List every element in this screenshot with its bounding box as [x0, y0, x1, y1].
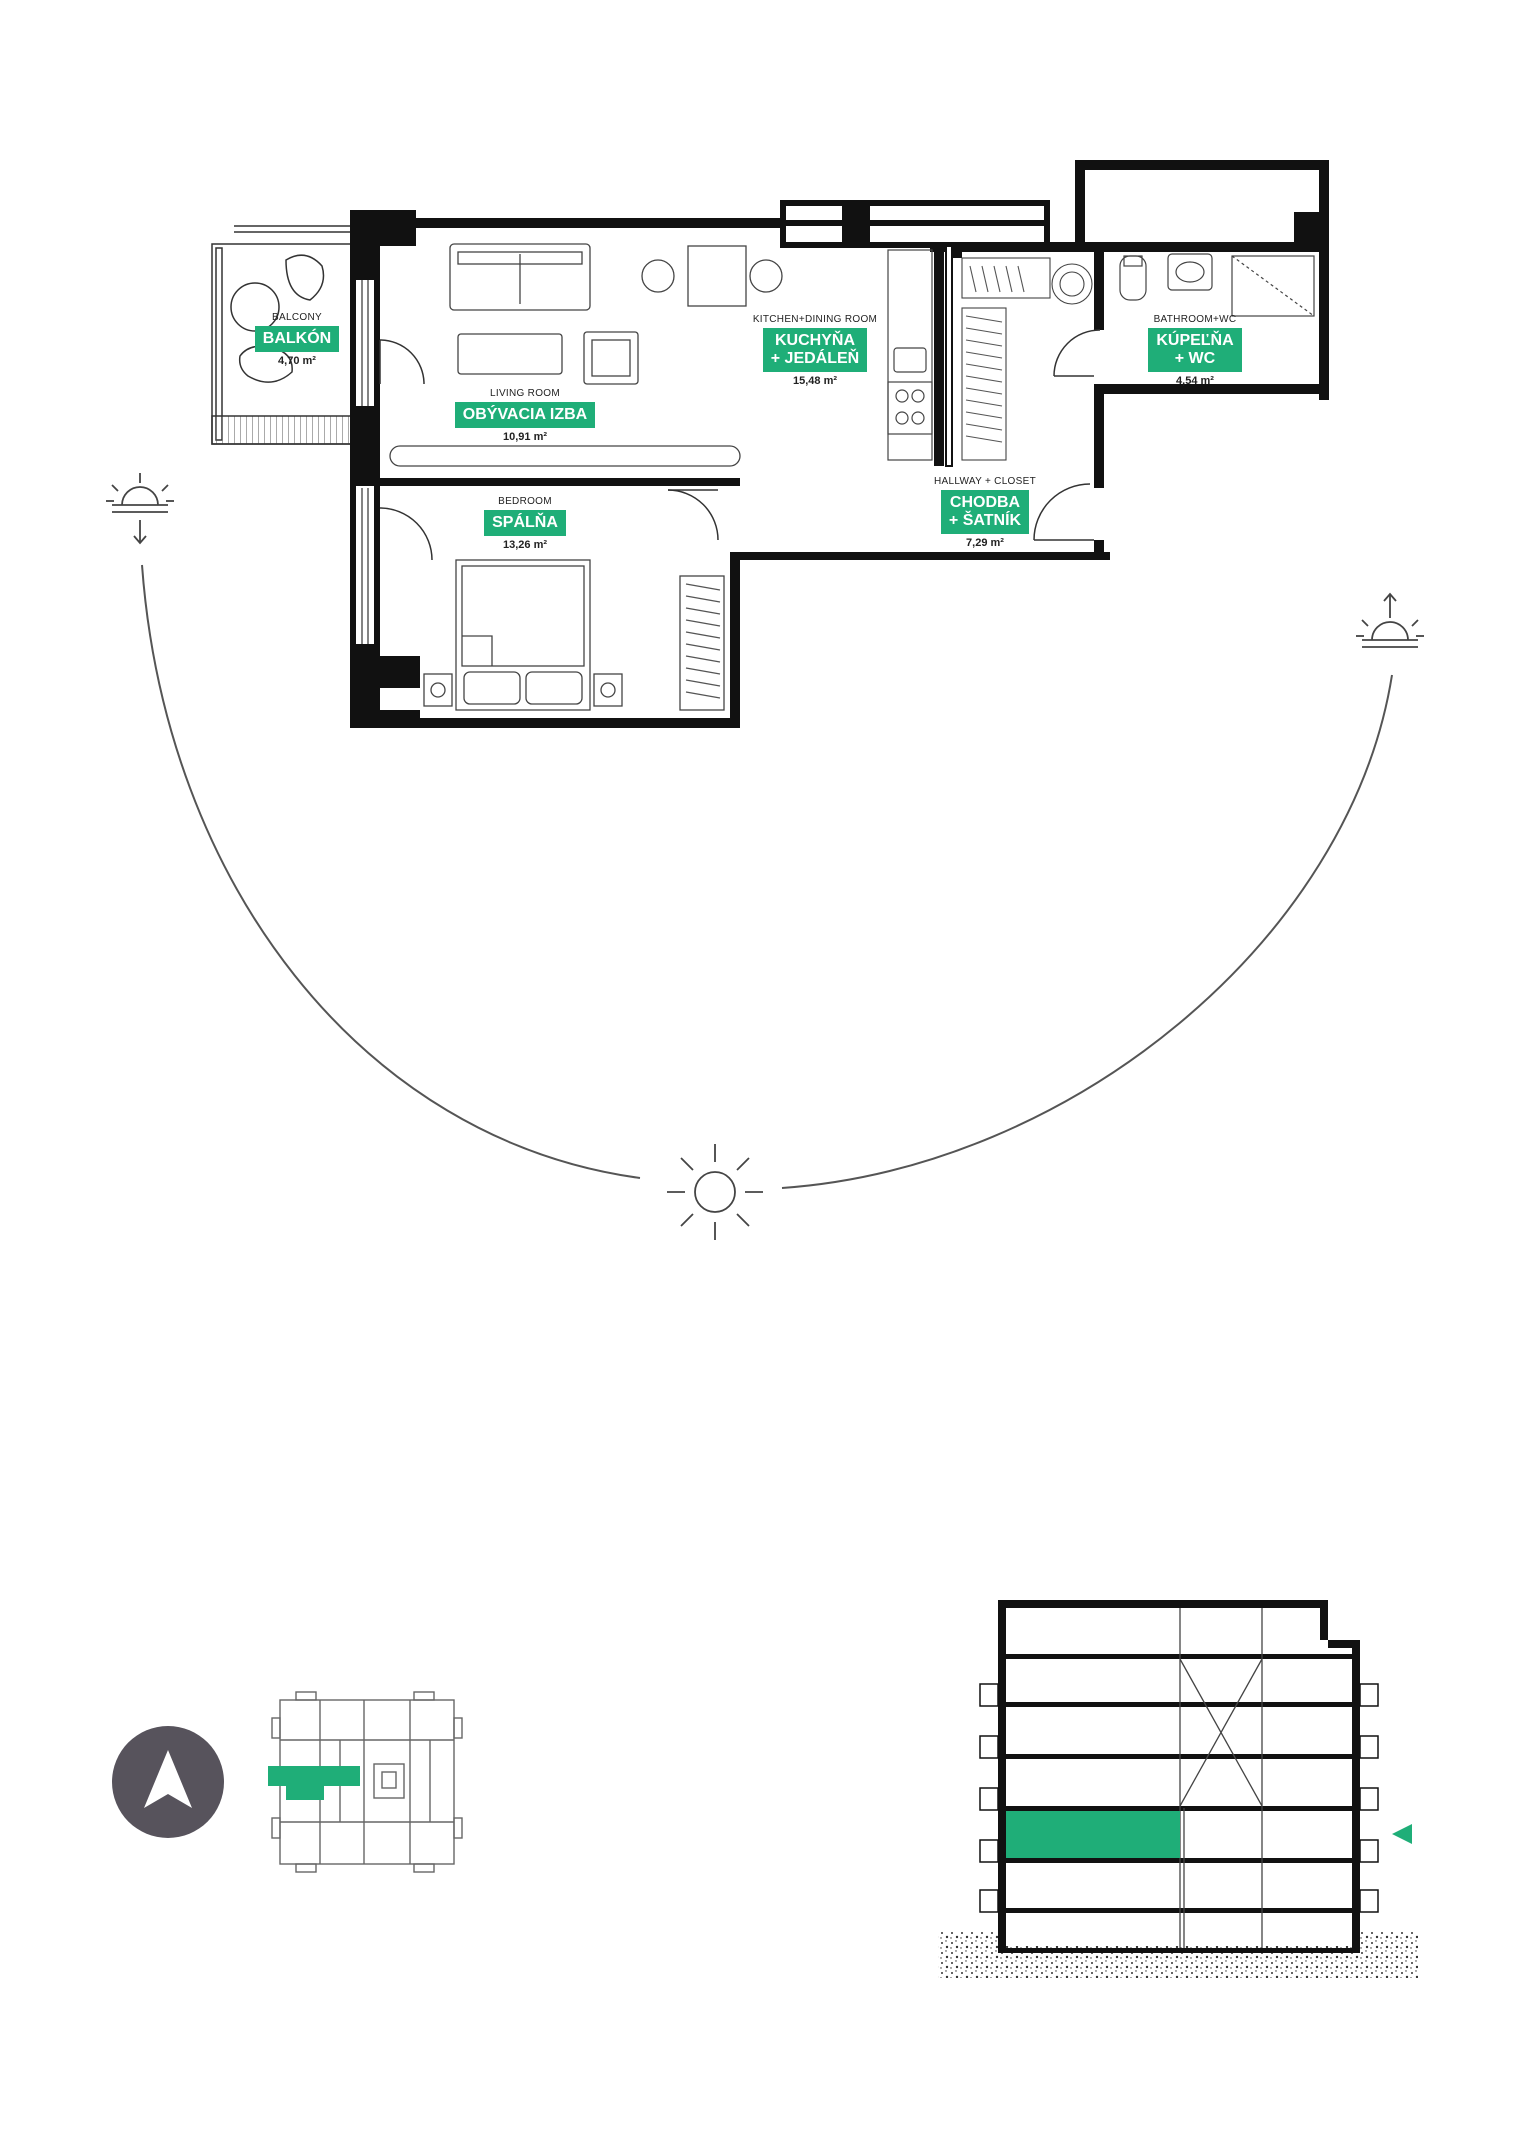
room-label-balcony: BALCONY BALKÓN 4,70 m² — [242, 312, 352, 367]
tv-cabinet — [389, 445, 741, 467]
room-label-bedroom: BEDROOM SPÁLŇA 13,26 m² — [470, 496, 580, 551]
wardrobe — [679, 575, 725, 711]
room-name-en: LIVING ROOM — [490, 388, 560, 399]
washing-machine — [1051, 263, 1093, 305]
room-label-living: LIVING ROOM OBÝVACIA IZBA 10,91 m² — [440, 388, 610, 443]
room-label-bathroom: BATHROOM+WC KÚPEĽŇA + WC 4,54 m² — [1130, 314, 1260, 387]
coffee-table — [457, 333, 563, 375]
room-name-en: BALCONY — [272, 312, 322, 323]
hob-burner — [895, 389, 909, 403]
floor-plan — [211, 160, 1329, 728]
room-area: 15,48 m² — [792, 375, 838, 387]
living-furniture — [389, 243, 783, 467]
room-name-en: BEDROOM — [498, 496, 552, 507]
sun-icon — [667, 1144, 763, 1240]
room-area: 7,29 m² — [966, 537, 1004, 549]
kitchen-counter — [887, 249, 933, 461]
room-name-sk: KUCHYŇA + JEDÁLEŇ — [762, 328, 868, 372]
sink — [893, 347, 927, 373]
doors — [379, 329, 1101, 561]
room-name-en: KITCHEN+DINING ROOM — [752, 314, 878, 325]
sunset-icon — [106, 473, 174, 545]
sun-path-arc-left — [141, 564, 641, 1179]
floor-marker-icon — [1392, 1824, 1412, 1844]
balcony-area — [211, 225, 353, 445]
sunrise-icon — [1356, 592, 1424, 648]
room-name-en: HALLWAY + CLOSET — [934, 476, 1036, 487]
room-area: 10,91 m² — [502, 431, 548, 443]
room-name-sk: SPÁLŇA — [484, 510, 566, 536]
hallway-closet — [961, 257, 1093, 461]
room-label-hallway: HALLWAY + CLOSET CHODBA + ŠATNÍK 7,29 m² — [910, 476, 1060, 549]
pillow — [463, 671, 521, 705]
room-name-sk: CHODBA + ŠATNÍK — [940, 490, 1030, 534]
windows — [361, 280, 369, 644]
shower — [1231, 255, 1315, 317]
building-section — [938, 1600, 1418, 1978]
room-name-sk: OBÝVACIA IZBA — [454, 402, 596, 428]
balcony-chair — [285, 254, 325, 301]
room-name-en: BATHROOM+WC — [1153, 314, 1237, 325]
armchair — [583, 331, 639, 385]
nightstand — [423, 673, 453, 707]
highlighted-floor — [1006, 1811, 1180, 1858]
bathroom-fixtures — [1119, 253, 1315, 317]
bed — [455, 559, 591, 711]
dining-table — [687, 245, 747, 307]
dining-chair — [749, 259, 783, 293]
washbasin — [1167, 253, 1213, 291]
sun-path — [141, 564, 1393, 1189]
room-area: 4,54 m² — [1176, 375, 1214, 387]
pillow — [525, 671, 583, 705]
room-name-sk: KÚPEĽŇA + WC — [1148, 328, 1242, 372]
sun-path-arc-right — [781, 674, 1393, 1189]
north-arrow-icon — [112, 1726, 224, 1838]
bedroom-furniture — [423, 559, 725, 711]
room-label-kitchen: KITCHEN+DINING ROOM KUCHYŇA + JEDÁLEŇ 15… — [730, 314, 900, 387]
nightstand — [593, 673, 623, 707]
sofa — [449, 243, 591, 311]
dining-chair — [641, 259, 675, 293]
room-area: 13,26 m² — [502, 539, 548, 551]
room-area: 4,70 m² — [278, 355, 316, 367]
building-plan-locator — [268, 1691, 463, 1873]
room-name-sk: BALKÓN — [254, 326, 340, 352]
walls — [350, 160, 1329, 728]
